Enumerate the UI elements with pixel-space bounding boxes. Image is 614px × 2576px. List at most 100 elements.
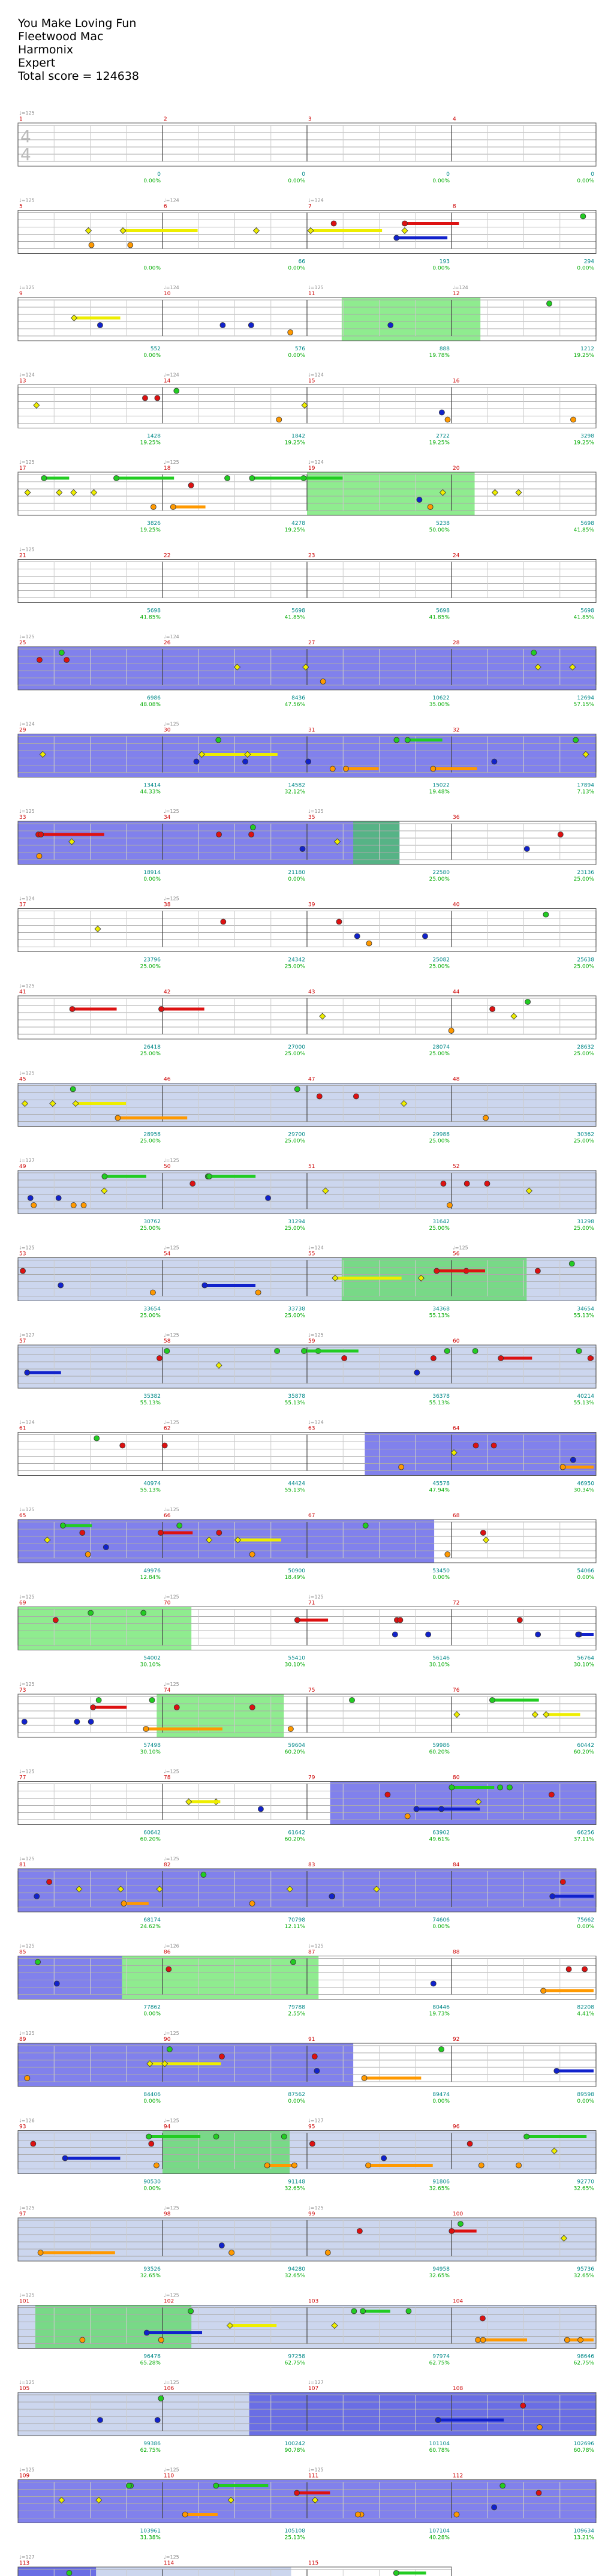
measure-percent: 44.33% <box>140 789 161 795</box>
measure-percent: 12.11% <box>285 1924 306 1930</box>
measure-score: 94958 <box>432 2266 450 2272</box>
measure-number: 114 <box>164 2560 174 2566</box>
note-red <box>472 1442 479 1449</box>
measure-number: 56 <box>453 1251 460 1257</box>
song-title: You Make Loving Fun <box>18 17 137 30</box>
measure-score: 101104 <box>429 2441 450 2447</box>
staff-frame <box>17 1607 597 1650</box>
bpm-marker: ♩=125 <box>19 110 35 116</box>
measure-percent: 32.65% <box>574 2273 595 2279</box>
measure-number: 47 <box>308 1077 315 1083</box>
note-red <box>534 1268 541 1274</box>
measure-number: 69 <box>19 1601 26 1607</box>
measure-score: 5698 <box>291 608 305 614</box>
note-red <box>336 918 342 925</box>
note-red <box>294 1617 300 1623</box>
measure-number: 15 <box>308 379 315 385</box>
bpm-marker: ♩=125 <box>164 1245 179 1251</box>
measure-percent: 32.65% <box>285 2186 306 2192</box>
note-red <box>463 1181 470 1187</box>
note-green <box>507 1784 513 1791</box>
measure-score: 1428 <box>147 434 161 440</box>
note-green <box>290 1959 296 1965</box>
measure-number: 66 <box>164 1513 171 1519</box>
measure-percent: 41.85% <box>574 615 595 621</box>
bpm-marker: ♩=125 <box>164 2554 179 2560</box>
note-yellow <box>146 2060 154 2067</box>
measure-score: 12694 <box>577 695 594 701</box>
measure-score: 14582 <box>288 783 305 789</box>
measure-score: 30362 <box>577 1132 594 1138</box>
staff-frame <box>17 821 597 865</box>
bpm-marker: ♩=125 <box>19 1944 35 1949</box>
note-red <box>430 1355 437 1361</box>
note-blue <box>34 1893 40 1899</box>
note-orange <box>398 1464 405 1470</box>
note-blue <box>438 1806 445 1812</box>
measure-score: 96478 <box>143 2354 161 2360</box>
note-red <box>142 395 148 401</box>
note-yellow <box>33 401 40 409</box>
measure-percent: 19.25% <box>285 527 306 533</box>
note-red <box>20 1268 26 1274</box>
measure-number: 75 <box>308 1688 315 1694</box>
measure-percent: 19.25% <box>285 440 306 446</box>
note-blue <box>329 1893 335 1899</box>
note-orange <box>154 2162 159 2169</box>
measure-number: 93 <box>19 2124 26 2130</box>
measure-percent: 30.10% <box>140 1749 161 1755</box>
bpm-marker: ♩=125 <box>164 1595 179 1600</box>
staff-frame <box>17 2392 597 2436</box>
measure-percent: 0.00% <box>288 353 305 359</box>
note-yellow <box>322 1187 329 1194</box>
note-green <box>173 388 180 394</box>
bpm-marker: ♩=125 <box>19 1595 35 1600</box>
measure-percent: 25.00% <box>574 964 595 970</box>
measure-number: 24 <box>453 553 460 559</box>
staff-frame <box>17 908 597 952</box>
note-red <box>119 1442 126 1449</box>
measure-percent: 55.13% <box>140 1400 161 1406</box>
note-yellow <box>94 925 101 933</box>
measure-number: 77 <box>19 1775 26 1781</box>
note-red <box>449 2228 455 2234</box>
note-yellow <box>319 1013 326 1020</box>
note-orange <box>447 1202 453 1208</box>
note-red <box>402 220 408 227</box>
note-yellow <box>373 1886 380 1893</box>
note-blue <box>416 497 423 503</box>
measure-number: 74 <box>164 1688 171 1694</box>
measure-percent: 0.00% <box>143 353 161 359</box>
measure-number: 83 <box>308 1862 315 1868</box>
note-red <box>216 831 222 837</box>
bpm-marker: ♩=125 <box>19 1682 35 1687</box>
measure-percent: 25.00% <box>429 1051 450 1057</box>
measure-number: 80 <box>453 1775 460 1781</box>
bpm-marker: ♩=125 <box>19 1245 35 1251</box>
measure-score: 56764 <box>577 1656 594 1662</box>
measure-number: 18 <box>164 466 171 472</box>
measure-number: 99 <box>308 2211 315 2217</box>
note-red <box>535 2490 542 2496</box>
note-orange <box>287 329 294 335</box>
measure-score: 55410 <box>288 1656 305 1662</box>
note-red <box>79 1530 86 1536</box>
note-yellow <box>515 489 522 496</box>
note-green <box>158 2395 164 2401</box>
note-red <box>156 1355 162 1361</box>
time-signature-top: 4 <box>20 127 31 146</box>
measure-percent: 32.65% <box>429 2186 450 2192</box>
measure-number: 30 <box>164 728 171 734</box>
note-red <box>165 1966 172 1972</box>
note-blue <box>430 1980 437 1987</box>
measure-number: 53 <box>19 1251 26 1257</box>
measure-percent: 25.00% <box>429 1139 450 1145</box>
note-red <box>397 1617 404 1623</box>
measure-score: 95736 <box>577 2266 594 2272</box>
measure-percent: 2.55% <box>288 2011 305 2017</box>
measure-score: 29988 <box>432 1132 450 1138</box>
measure-score: 61642 <box>288 1830 305 1836</box>
note-green <box>249 475 255 481</box>
measure-number: 21 <box>19 553 26 559</box>
bpm-marker: ♩=125 <box>164 2031 179 2036</box>
